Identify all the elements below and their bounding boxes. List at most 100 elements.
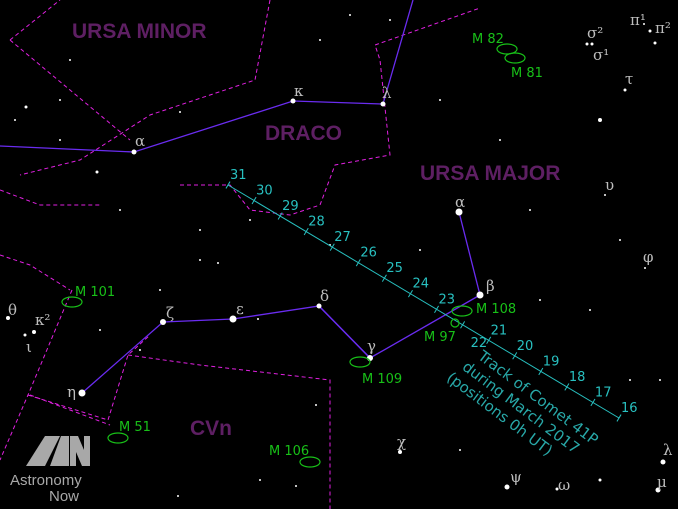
star: [389, 19, 391, 21]
boundary-line: [0, 254, 331, 509]
star: [459, 449, 461, 451]
star: [290, 98, 296, 104]
track-date-label: 27: [334, 230, 351, 245]
messier-label-m51[interactable]: M 51: [119, 420, 151, 435]
star: [295, 485, 297, 487]
constellation-cvn: CVn: [190, 417, 232, 440]
star: [6, 316, 10, 320]
star-labels: κ λ α α β γ δ ε ζ η θ κ² ι υ φ χ ψ ω λ μ…: [8, 11, 673, 494]
star-label: σ²: [587, 24, 603, 42]
messier-label-m108[interactable]: M 108: [476, 302, 516, 317]
star-label: μ: [657, 473, 667, 491]
messier-label-m82[interactable]: M 82: [472, 32, 504, 47]
m109-marker[interactable]: [349, 356, 371, 368]
track-tick: [460, 321, 466, 329]
m82-marker[interactable]: [496, 43, 518, 55]
star: [499, 139, 501, 141]
star-label: ε: [236, 300, 244, 318]
constellation-ursa-major: URSA MAJOR: [420, 162, 560, 185]
comet-track[interactable]: [225, 181, 622, 422]
stars: [6, 14, 666, 497]
constellation-boundaries: [0, 0, 481, 509]
star: [257, 318, 259, 320]
star: [653, 41, 657, 45]
star: [604, 194, 606, 196]
star: [529, 209, 531, 211]
messier-label-m81[interactable]: M 81: [511, 66, 543, 81]
star: [217, 262, 219, 264]
track-date-label: 22: [471, 336, 488, 351]
track-tick: [538, 367, 544, 376]
track-tick: [512, 352, 518, 360]
messier-labels: M 82 M 81 M 101 M 108 M 97 M 109 M 51 M …: [75, 32, 543, 459]
star: [623, 88, 627, 92]
star: [455, 208, 463, 216]
star-label: δ: [320, 287, 329, 305]
track-date-label: 23: [439, 292, 456, 307]
star: [476, 291, 484, 299]
constellation-labels: URSA MINOR DRACO URSA MAJOR CVn: [72, 20, 560, 440]
star-label: κ: [294, 82, 304, 100]
star: [119, 209, 121, 211]
track-tick: [225, 181, 231, 189]
m81-marker[interactable]: [504, 52, 526, 64]
star: [439, 99, 441, 101]
track-date-label: 24: [412, 277, 429, 292]
m97-marker[interactable]: [450, 318, 460, 328]
star: [139, 349, 141, 351]
track-tick: [616, 414, 622, 422]
m51-marker[interactable]: [107, 432, 129, 444]
star-label: η: [67, 383, 76, 401]
star: [99, 329, 101, 331]
logo-mark: [26, 436, 60, 466]
star: [598, 118, 602, 122]
star: [648, 29, 652, 33]
messier-label-m106[interactable]: M 106: [269, 444, 309, 459]
logo-mark: [70, 436, 90, 466]
star: [95, 170, 99, 174]
track-date-label: 31: [230, 168, 247, 183]
star: [199, 259, 201, 261]
track-tick: [329, 243, 335, 251]
star: [23, 333, 27, 337]
star: [199, 229, 201, 231]
messier-label-m109[interactable]: M 109: [362, 372, 402, 387]
star-label: ω: [558, 476, 570, 494]
star: [659, 379, 661, 381]
m106-marker[interactable]: [299, 456, 321, 468]
track-date-label: 19: [543, 354, 560, 369]
star: [555, 487, 559, 491]
star-label: π¹: [630, 11, 646, 29]
track-date-label: 18: [569, 370, 586, 385]
star-label: α: [135, 132, 145, 150]
star-label: γ: [367, 337, 376, 355]
star: [229, 315, 237, 323]
track-date-label: 25: [386, 261, 403, 276]
track-line[interactable]: [227, 184, 620, 419]
star: [349, 14, 351, 16]
logo-text: Now: [49, 488, 79, 505]
track-date-label: 16: [621, 401, 638, 416]
m101-marker[interactable]: [61, 296, 83, 308]
deep-sky-objects: [61, 43, 526, 468]
messier-label-m97[interactable]: M 97: [424, 330, 456, 345]
star-label: ψ: [510, 468, 522, 486]
track-date-label: 20: [517, 339, 534, 354]
star: [159, 289, 161, 291]
star: [629, 379, 631, 381]
star-label: θ: [8, 301, 17, 319]
star: [315, 404, 317, 406]
star-label: κ²: [35, 311, 50, 329]
star: [59, 99, 61, 101]
m108-marker[interactable]: [451, 305, 473, 317]
messier-label-m101[interactable]: M 101: [75, 285, 115, 300]
track-tick: [303, 227, 309, 236]
star: [398, 450, 402, 454]
star: [585, 42, 589, 46]
star-label: α: [455, 193, 465, 211]
star-label: β: [486, 277, 495, 295]
star: [598, 478, 602, 482]
track-tick: [486, 336, 492, 345]
track-tick: [434, 305, 440, 313]
